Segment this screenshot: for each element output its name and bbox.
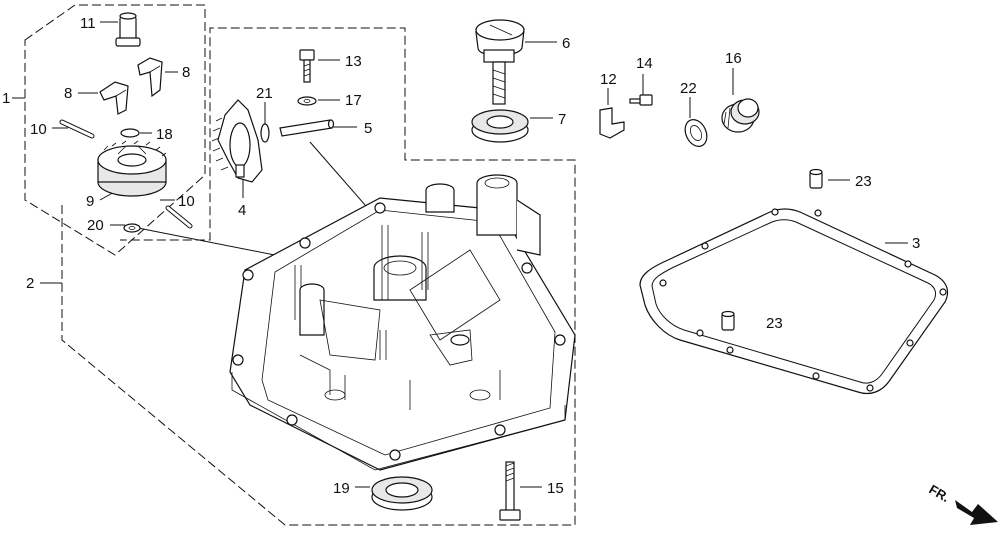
callout-18: 18 <box>156 126 173 143</box>
callout-14: 14 <box>636 55 653 72</box>
oil-filler-cap-6 <box>475 19 525 105</box>
governor-arm-8b <box>99 81 129 115</box>
dowel-pin-10b <box>165 205 193 229</box>
callout-8a: 8 <box>182 64 190 81</box>
washer-21 <box>260 123 270 143</box>
dowel-23b <box>721 310 735 331</box>
callout-19: 19 <box>333 480 350 497</box>
front-direction-label: FR. <box>927 482 953 505</box>
pin-11 <box>115 12 141 47</box>
callout-23a: 23 <box>855 173 872 190</box>
bracket-12 <box>599 107 625 139</box>
callout-4: 4 <box>238 202 246 219</box>
shaft-5 <box>279 119 335 137</box>
group-2-outline <box>61 27 576 526</box>
callout-10b: 10 <box>178 193 195 210</box>
callout-5: 5 <box>364 120 372 137</box>
governor-gear-9 <box>97 140 167 197</box>
callout-20: 20 <box>87 217 104 234</box>
seal-ring-7 <box>471 109 529 143</box>
oil-slinger-4 <box>211 99 263 183</box>
front-direction-arrow: FR. <box>927 482 998 525</box>
gasket-3 <box>639 208 949 395</box>
callout-1: 1 <box>2 90 10 107</box>
callout-10a: 10 <box>30 121 47 138</box>
callout-7: 7 <box>558 111 566 128</box>
washer-20 <box>123 223 141 233</box>
dowel-23a <box>809 168 823 189</box>
washer-22 <box>684 119 708 147</box>
callout-labels: 1 2 3 4 5 6 7 8 8 9 10 10 11 12 13 14 15… <box>2 15 920 497</box>
bolt-15 <box>499 461 521 521</box>
clip-18 <box>120 128 140 138</box>
bolt-14 <box>629 94 653 106</box>
callout-2: 2 <box>26 275 34 292</box>
drain-plug-16 <box>721 98 760 133</box>
group-1-outline <box>24 4 206 256</box>
callout-11: 11 <box>80 15 96 32</box>
callout-16: 16 <box>725 50 742 67</box>
callout-23b: 23 <box>766 315 783 332</box>
callout-8b: 8 <box>64 85 72 102</box>
washer-17 <box>297 96 317 106</box>
callout-13: 13 <box>345 53 362 70</box>
crankcase-cover-2 <box>229 174 576 471</box>
bolt-13 <box>299 49 315 83</box>
dowel-pin-10a <box>59 119 95 139</box>
group-outlines <box>24 4 576 526</box>
callout-22: 22 <box>680 80 697 97</box>
governor-arm-8a <box>137 57 163 98</box>
oil-seal-19 <box>371 476 433 511</box>
callout-15: 15 <box>547 480 564 497</box>
callout-9: 9 <box>86 193 94 210</box>
callout-6: 6 <box>562 35 570 52</box>
callout-3: 3 <box>912 235 920 252</box>
callout-21: 21 <box>256 85 273 102</box>
callout-12: 12 <box>600 71 617 88</box>
callout-17: 17 <box>345 92 362 109</box>
